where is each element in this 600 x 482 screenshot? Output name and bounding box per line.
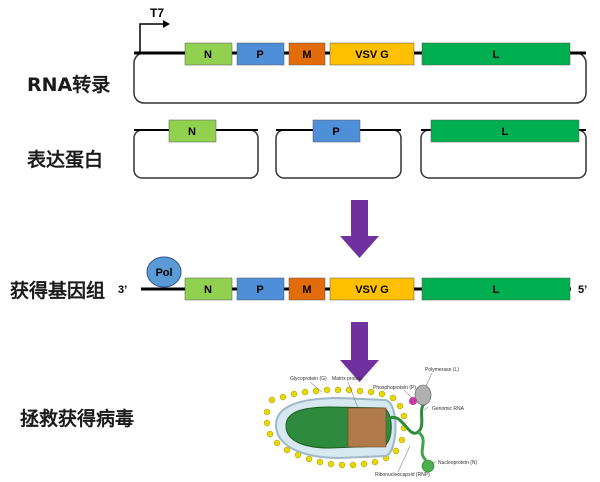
- gene-m-label: M: [302, 49, 311, 61]
- genome-gene-l: [421, 277, 571, 301]
- down-arrow-2: [340, 322, 379, 382]
- gene-g-label: VSV G: [355, 49, 389, 61]
- t7-label: T7: [150, 6, 164, 20]
- genome-gene-p-label: P: [256, 284, 263, 296]
- label-genomic-rna: Genomic RNA: [432, 406, 465, 412]
- phosphoprotein-blob: [409, 397, 417, 405]
- expr-gene-l: [430, 119, 580, 143]
- step-label-transcription: RNA转录: [27, 74, 111, 96]
- genome-gene-g: [329, 277, 415, 301]
- polymerase-blob: [414, 384, 432, 406]
- step-label-rescue: 拯救获得病毒: [20, 408, 135, 430]
- genome-gene-m-label: M: [302, 284, 311, 296]
- step-label-genome: 获得基因组: [10, 280, 106, 302]
- genome-gene-m: [288, 277, 326, 301]
- gene-n-label: N: [204, 49, 212, 61]
- down-arrow-1: [340, 200, 379, 258]
- virion-illustration: Glycoprotein (G) Matrix protein Polymera…: [263, 367, 478, 478]
- transcription-plasmid: T7 N P M VSV G L: [133, 6, 587, 104]
- three-prime-label: 3’: [118, 284, 127, 296]
- expr-gene-p: [312, 119, 361, 143]
- label-matrix: Matrix protein: [332, 376, 363, 382]
- gene-p: [236, 42, 285, 66]
- step-label-expression: 表达蛋白: [27, 149, 104, 171]
- label-phosphoprotein: Phosphoprotein (P): [373, 385, 416, 391]
- gene-p-label: P: [256, 49, 263, 61]
- t7-promoter-arrow: [139, 23, 163, 53]
- matrix-region: [347, 407, 387, 448]
- expr-gene-p-label: P: [332, 126, 339, 138]
- t7-arrowhead: [163, 20, 170, 28]
- genome-gene-l-label: L: [493, 284, 500, 296]
- genome-gene-n-label: N: [204, 284, 212, 296]
- genome-gene-g-label: VSV G: [355, 284, 389, 296]
- glycoprotein-spikes: [263, 386, 408, 469]
- label-polymerase: Polymerase (L): [425, 367, 459, 373]
- gene-l: [421, 42, 571, 66]
- gene-m: [288, 42, 326, 66]
- pol-blob: [146, 256, 182, 288]
- label-nucleoprotein: Nucleoprotein (N): [438, 460, 478, 466]
- five-prime-label: 5’: [578, 284, 587, 296]
- label-glycoprotein: Glycoprotein (G): [290, 376, 327, 382]
- genome-row: 3’ 5’ Pol N P M VSV G L: [118, 256, 587, 301]
- gene-g: [329, 42, 415, 66]
- rnp-coil: [417, 430, 428, 462]
- genome-gene-p: [236, 277, 285, 301]
- rnp-strand: [385, 402, 426, 435]
- nucleoprotein-blob: [421, 459, 435, 473]
- pol-label: Pol: [155, 267, 172, 279]
- gene-n: [184, 42, 233, 66]
- gene-l-label: L: [493, 49, 500, 61]
- expression-plasmids: N P L: [133, 119, 587, 179]
- label-rnp: Ribonucleocapsid (RNP): [375, 472, 430, 478]
- genome-gene-n: [184, 277, 233, 301]
- expr-gene-l-label: L: [502, 126, 509, 138]
- expr-gene-n: [168, 119, 217, 143]
- expr-gene-n-label: N: [188, 126, 196, 138]
